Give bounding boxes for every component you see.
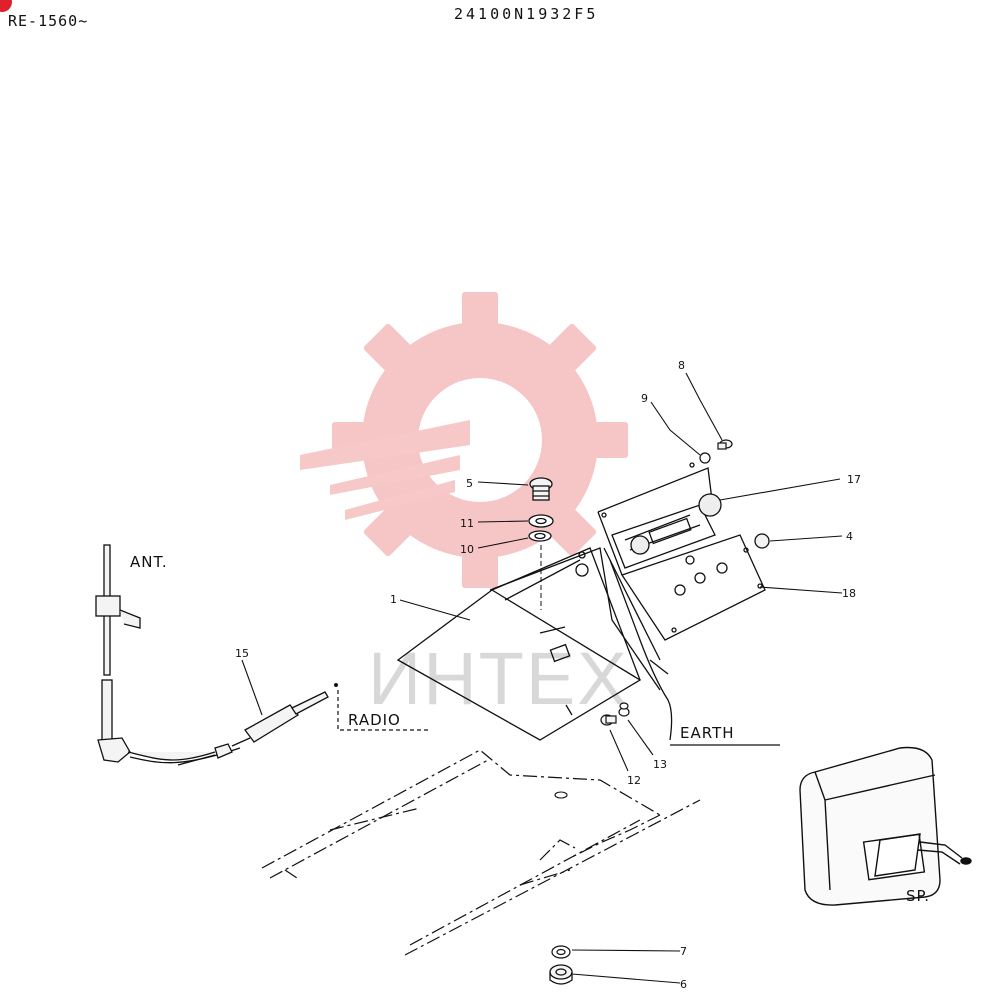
console-outline (261, 749, 701, 956)
radio-label: RADIO (348, 711, 401, 729)
screw-8 (717, 439, 733, 450)
callout-18: 18 (842, 587, 856, 600)
washer-13 (618, 702, 630, 717)
leader-lines (241, 372, 843, 984)
corner-dot-icon (0, 0, 12, 12)
washer-11 (528, 514, 554, 528)
console-hole (554, 791, 568, 799)
plug-tip-icon (334, 683, 338, 687)
callout-11: 11 (460, 517, 474, 530)
knob-4 (754, 533, 770, 549)
callout-1: 1 (390, 593, 397, 606)
washer-7 (551, 945, 571, 959)
speaker (799, 746, 972, 906)
antenna (95, 544, 216, 763)
callout-7: 7 (680, 945, 687, 958)
callout-13: 13 (653, 758, 667, 771)
panel-1 (396, 547, 669, 741)
callout-5: 5 (466, 477, 473, 490)
watermark-gear-icon (300, 292, 628, 588)
earth-label: EARTH (680, 724, 735, 742)
callout-12: 12 (627, 774, 641, 787)
washer-9 (699, 452, 711, 464)
nut-6 (549, 964, 573, 985)
callout-4: 4 (846, 530, 853, 543)
earth-wire (609, 559, 673, 741)
callout-17: 17 (847, 473, 861, 486)
antenna-label: ANT. (130, 553, 168, 571)
speaker-label: SP. (906, 887, 930, 905)
callout-10: 10 (460, 543, 474, 556)
callout-6: 6 (680, 978, 687, 991)
washer-10 (528, 530, 552, 542)
callout-8: 8 (678, 359, 685, 372)
radio-connection-line (337, 690, 430, 731)
callout-15: 15 (235, 647, 249, 660)
model-label: RE-1560~ (8, 12, 89, 30)
screw-12 (600, 714, 617, 726)
bracket-18 (575, 462, 766, 661)
screw-5 (529, 477, 553, 501)
callout-9: 9 (641, 392, 648, 405)
radio-unit-17 (611, 493, 722, 569)
antenna-cable-15 (177, 691, 329, 766)
drawing-number: 24100N1932F5 (454, 5, 599, 23)
